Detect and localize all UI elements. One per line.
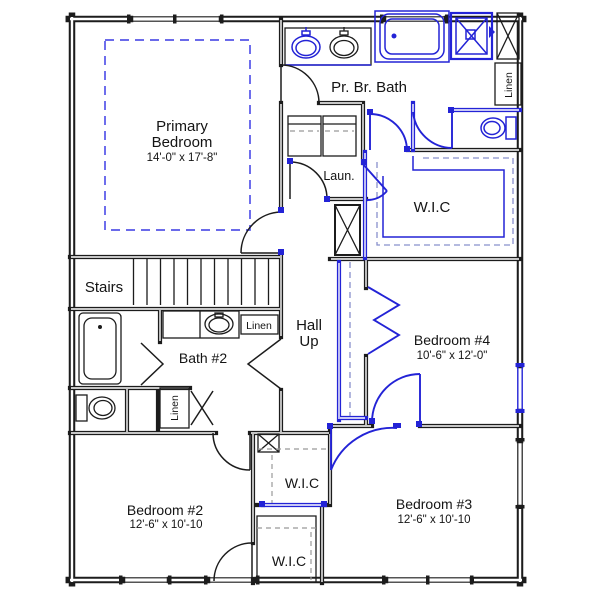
linen-hall-closet xyxy=(240,314,279,335)
shower xyxy=(449,11,495,61)
water-closet-door xyxy=(412,111,453,149)
blue-walls xyxy=(260,100,523,508)
interior-walls xyxy=(67,16,523,586)
bath2-vanity xyxy=(162,310,240,339)
bath2-entry-doors xyxy=(246,338,282,390)
bedroom2-door xyxy=(212,432,251,471)
door-jambs xyxy=(259,107,454,507)
doors-blue xyxy=(259,107,454,507)
primary-bedroom-door xyxy=(240,211,282,254)
shower-head-icon xyxy=(489,26,495,38)
hall-label-1: Hall xyxy=(296,317,322,334)
hall-label-2: Up xyxy=(299,333,318,350)
doors-black xyxy=(212,64,328,582)
bedroom3-label: Bedroom #3 xyxy=(396,496,472,512)
stairs-label: Stairs xyxy=(85,279,123,296)
sink-right xyxy=(329,27,359,59)
wic-lower-door xyxy=(213,542,253,582)
linen-upper-label: Linen xyxy=(503,72,515,98)
linen-upper-closet xyxy=(494,12,522,106)
bedroom4-label: Bedroom #4 xyxy=(414,332,490,348)
laundry-appliances xyxy=(287,115,357,157)
vestibule-door xyxy=(369,113,408,151)
bath2-tub-alcove-doors xyxy=(140,342,165,386)
bedroom4-dims: 10'-6" x 12'-0" xyxy=(417,350,488,362)
laundry-door xyxy=(289,161,328,200)
wic-lower-label: W.I.C xyxy=(272,553,306,569)
wic-center-label: W.I.C xyxy=(285,475,319,491)
bedroom3-dims: 12'-6" x 10'-10 xyxy=(397,514,470,526)
primary-bath-vanity xyxy=(284,27,372,66)
toilet-primary xyxy=(480,116,517,140)
primary-bedroom-label-1: Primary xyxy=(156,118,208,135)
bedroom3-door xyxy=(330,426,398,471)
toilet-bath2 xyxy=(75,394,116,422)
dryer xyxy=(322,115,357,157)
labels: Primary Bedroom 14'-0" x 17'-8" Pr. Br. … xyxy=(85,72,515,569)
bath2-label: Bath #2 xyxy=(179,350,227,366)
primary-bath-label: Pr. Br. Bath xyxy=(331,79,407,96)
primary-bed-outline xyxy=(104,39,251,231)
primary-bath-door xyxy=(280,64,320,104)
primary-bathtub xyxy=(374,10,450,63)
primary-bedroom-dims: 14'-0" x 17'-8" xyxy=(147,152,218,164)
wic-primary-label: W.I.C xyxy=(414,199,451,216)
linen-upper-label-box xyxy=(494,62,522,106)
primary-bedroom-label-2: Bedroom xyxy=(152,134,213,151)
linen-bath2-doors xyxy=(190,390,214,426)
laundry-label: Laun. xyxy=(323,169,354,183)
linen-bath2-closet xyxy=(159,387,214,429)
stair-treads xyxy=(132,259,270,305)
window-bedroom4-side xyxy=(515,363,525,413)
bedroom4-closet xyxy=(349,262,401,416)
bedroom4-door xyxy=(371,373,421,423)
window-primary-bedroom xyxy=(127,14,224,24)
bedroom2-dims: 12'-6" x 10'-10 xyxy=(129,519,202,531)
hall-xbox-closet xyxy=(334,204,361,256)
washer xyxy=(287,115,322,157)
wic-center-closet xyxy=(257,433,328,503)
linen-hall-label: Linen xyxy=(246,320,272,332)
wic-lower-closet xyxy=(256,515,317,583)
bedroom2-label: Bedroom #2 xyxy=(127,502,203,518)
wic-primary-door xyxy=(361,162,388,201)
sink-left xyxy=(291,27,321,59)
wic-primary-shelving xyxy=(376,156,514,246)
window-bedroom3 xyxy=(382,575,475,585)
linen-bath2-label: Linen xyxy=(169,395,181,421)
window-bedroom3-side xyxy=(515,438,525,509)
bifold-doors xyxy=(367,286,401,355)
bath2-tub xyxy=(78,312,122,385)
window-bedroom2-left xyxy=(119,575,172,585)
